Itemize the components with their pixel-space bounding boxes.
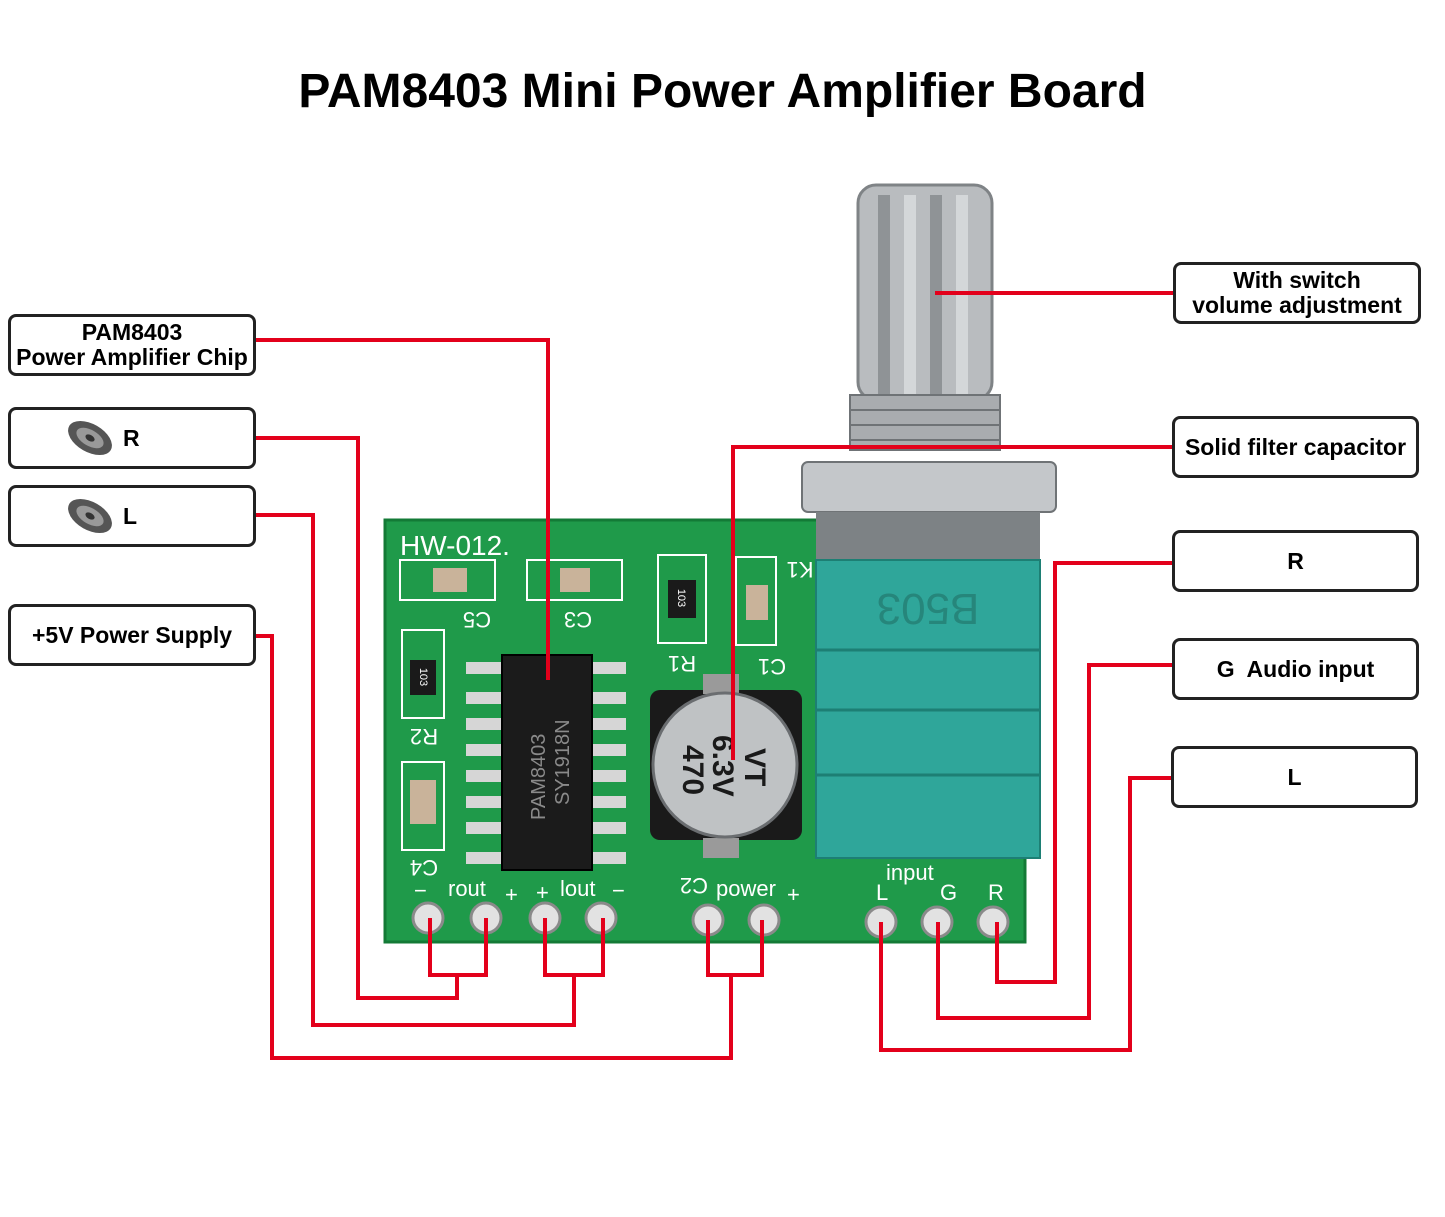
power-supply-text: +5V Power Supply xyxy=(31,621,233,648)
smd-bodies xyxy=(410,568,768,824)
pin-input: input xyxy=(886,860,934,885)
pin-in-g: G xyxy=(940,880,957,905)
r2-code-text: 103 xyxy=(417,668,429,686)
label-k1: K1 xyxy=(787,557,814,582)
leader-lines xyxy=(254,291,1173,1060)
label-c4: C4 xyxy=(410,855,438,880)
volume-knob xyxy=(801,183,1057,513)
label-c5: C5 xyxy=(463,607,491,632)
smd-components xyxy=(399,554,777,851)
speaker-icon xyxy=(68,420,112,456)
label-speaker-left: L xyxy=(8,485,256,547)
pin-c2: C2 xyxy=(680,873,708,898)
chip-text-1: PAM8403 xyxy=(528,734,550,820)
cap-text-3: VT xyxy=(738,748,771,786)
pin-in-l: L xyxy=(876,880,888,905)
board-model-text: HW-012. xyxy=(400,530,510,561)
input-r-text: R xyxy=(1287,547,1304,574)
pin-minus-l: − xyxy=(612,878,625,903)
label-r1: R1 xyxy=(668,651,696,676)
speaker-left-text: L xyxy=(123,502,138,529)
pin-in-r: R xyxy=(988,880,1004,905)
volume-label-line1: With switch xyxy=(1233,267,1361,293)
pin-rout: rout xyxy=(448,876,486,901)
label-audio-input-g: G Audio input xyxy=(1172,638,1419,700)
pot-code-text: B503 xyxy=(877,584,980,633)
label-power-amplifier-chip: PAM8403 Power Amplifier Chip xyxy=(8,314,256,376)
cap-text-1: 470 xyxy=(676,745,709,795)
label-solid-filter-capacitor: Solid filter capacitor xyxy=(1172,416,1419,478)
input-l-text: L xyxy=(1287,763,1302,790)
potentiometer-body: B503 xyxy=(815,512,1041,859)
volume-label-line2: volume adjustment xyxy=(1192,292,1402,318)
pin-minus-r: − xyxy=(414,878,427,903)
pin-plus-r: + xyxy=(505,882,518,907)
r1-code-text: 103 xyxy=(675,589,687,607)
label-c1: C1 xyxy=(758,654,786,679)
label-input-r: R xyxy=(1172,530,1419,592)
pam8403-chip: PAM8403 SY1918N xyxy=(466,654,626,871)
label-c3: C3 xyxy=(564,607,592,632)
label-speaker-right: R xyxy=(8,407,256,469)
pin-plus-power: + xyxy=(787,882,800,907)
pin-plus-l: + xyxy=(536,880,549,905)
pin-lout: lout xyxy=(560,876,595,901)
capacitor-label-text: Solid filter capacitor xyxy=(1184,433,1407,460)
speaker-icon xyxy=(68,498,112,534)
label-r2: R2 xyxy=(410,724,438,749)
solid-capacitor: 470 6.3V VT xyxy=(650,674,802,858)
chip-label-line1: PAM8403 xyxy=(81,319,183,345)
pin-labels: − rout + + lout − C2 power + input L G R xyxy=(414,860,1004,907)
label-input-l: L xyxy=(1171,746,1418,808)
speaker-right-text: R xyxy=(123,424,140,451)
label-volume-adjustment: With switch volume adjustment xyxy=(1173,262,1421,324)
chip-text-2: SY1918N xyxy=(552,719,574,805)
pin-power: power xyxy=(716,876,776,901)
chip-label-line2: Power Amplifier Chip xyxy=(16,344,248,370)
page-title: PAM8403 Mini Power Amplifier Board xyxy=(298,65,1147,118)
input-g-text: G Audio input xyxy=(1216,655,1375,682)
label-power-supply: +5V Power Supply xyxy=(8,604,256,666)
